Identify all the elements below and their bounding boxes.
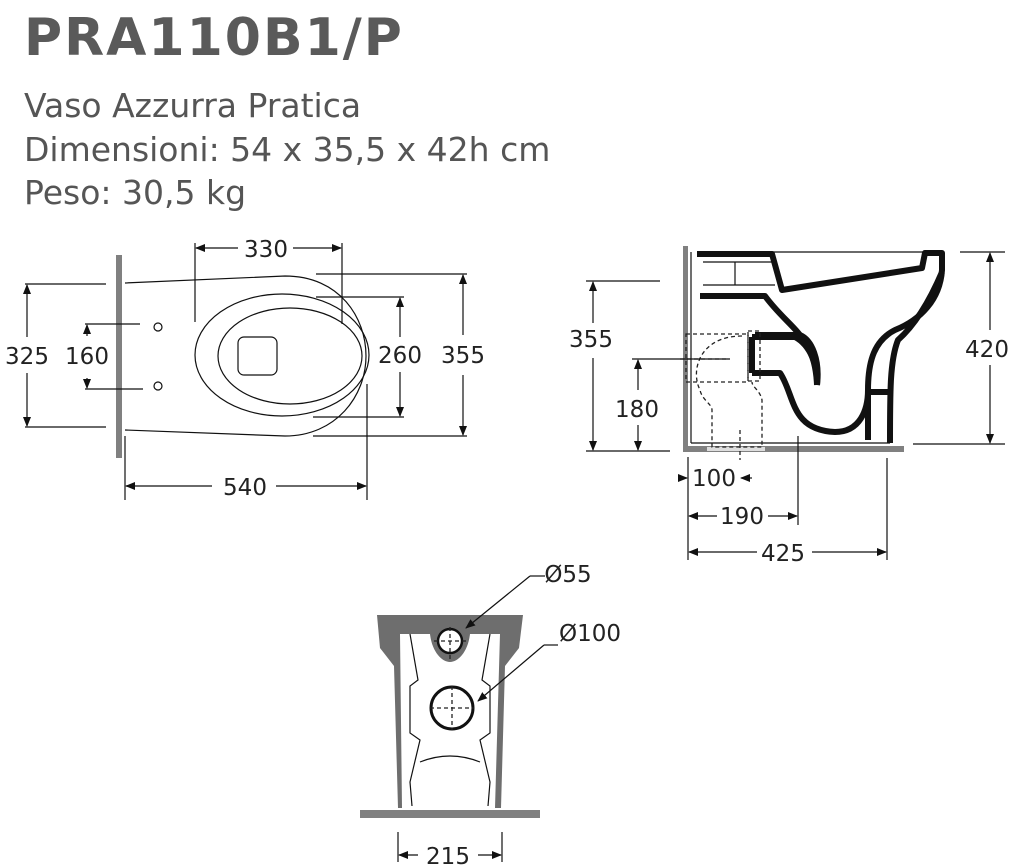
dim-160: 160 (65, 344, 109, 370)
fixing-hole (153, 322, 163, 332)
drain-opening (237, 336, 278, 376)
dim-diameter-55: Ø55 (544, 562, 591, 588)
product-name: Vaso Azzurra Pratica (24, 86, 362, 125)
product-dimensions: Dimensioni: 54 x 35,5 x 42h cm (24, 130, 551, 169)
dim-190: 190 (720, 504, 764, 530)
dim-100: 100 (692, 466, 736, 492)
bowl-outline (124, 275, 367, 437)
dim-330: 330 (244, 237, 288, 263)
floor-section (683, 446, 904, 452)
side-view: 355 180 420 100 190 425 (569, 246, 1009, 567)
dim-425: 425 (761, 541, 805, 567)
seat-inner (217, 307, 363, 405)
dim-diameter-100: Ø100 (559, 621, 621, 647)
dim-420: 420 (965, 337, 1009, 363)
fixing-hole (153, 381, 163, 391)
dim-355-side: 355 (569, 327, 613, 353)
dim-260: 260 (378, 343, 422, 369)
dim-215: 215 (426, 844, 470, 868)
seat-outer (194, 293, 370, 417)
wall-section (116, 255, 122, 458)
top-view: 330 355 260 325 160 540 (5, 237, 485, 501)
dim-355-top: 355 (441, 343, 485, 369)
dim-325: 325 (5, 344, 49, 370)
product-weight: Peso: 30,5 kg (24, 173, 247, 212)
dim-180: 180 (615, 397, 659, 423)
floor-section (360, 810, 540, 818)
rear-view: Ø55 Ø100 215 (360, 562, 621, 868)
dim-540: 540 (223, 475, 267, 501)
product-code-title: PRA110B1/P (24, 8, 404, 68)
